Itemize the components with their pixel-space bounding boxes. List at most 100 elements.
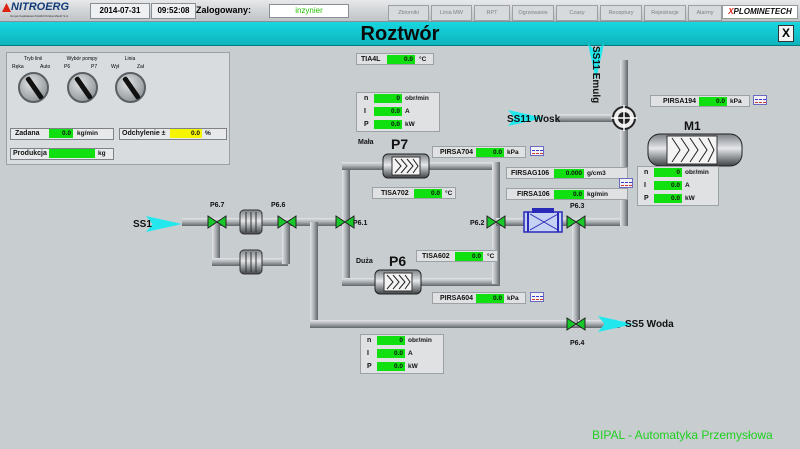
tag-firsag106-unit: g/cm3 <box>587 170 606 177</box>
valve-p6-1-icon[interactable] <box>335 215 355 229</box>
zadana-unit: kg/min <box>77 130 98 137</box>
selector-title: Linia <box>124 56 136 62</box>
selector-knob-icon[interactable] <box>18 72 49 103</box>
m1-p-label: P <box>644 195 649 202</box>
page-title: Roztwór <box>360 23 440 45</box>
tag-pirsa704-value: 0.0 <box>476 148 504 157</box>
tag-firsa106-label: FIRSA106 <box>517 191 550 198</box>
selector-knob-icon[interactable] <box>115 72 146 103</box>
p6-i-value: 0.0 <box>377 349 405 358</box>
mixer-m1-icon[interactable] <box>647 133 743 167</box>
trend-m1-icon[interactable] <box>619 178 633 188</box>
tag-firsag106-value: 0.000 <box>554 169 584 178</box>
tab-rejestracje[interactable]: Rejestracje <box>644 5 686 21</box>
line-selector[interactable]: Linia Wył Zał <box>107 56 153 111</box>
transfer-pump-icon[interactable] <box>239 209 263 275</box>
mode-selector[interactable]: Tryb linii Ręka Auto <box>10 56 56 111</box>
trend-pirsa704-icon[interactable] <box>530 146 544 156</box>
process-diagram <box>182 60 743 331</box>
tab-receptury[interactable]: Receptury <box>600 5 642 21</box>
pump-p7-label: P7 <box>391 136 409 152</box>
selector-title: Tryb linii <box>23 56 43 62</box>
mixer-m1-label: M1 <box>684 119 701 133</box>
selector-left-label: Wył <box>111 64 120 70</box>
xplo-mark: X <box>728 7 734 16</box>
m1-n-label: n <box>644 169 649 176</box>
current-user[interactable]: inzynier <box>269 4 349 18</box>
m1-n-unit: obr/min <box>685 169 709 176</box>
junction-valve-icon[interactable] <box>611 105 637 131</box>
tab-linia-mw[interactable]: Linia MW <box>431 5 472 21</box>
tab-ogrzewanie[interactable]: Ogrzewanie <box>512 5 554 21</box>
valve-p6-7-icon[interactable] <box>207 215 227 229</box>
time-display: 09:52:08 <box>151 3 196 19</box>
stream-wosk-label[interactable]: SS11 Wosk <box>507 114 561 125</box>
tab-zbiorniki[interactable]: Zbiorniki <box>388 5 429 21</box>
trend-pirsa194-icon[interactable] <box>753 95 767 105</box>
m1-i-unit: A <box>685 182 690 189</box>
m1-i-value: 0.0 <box>654 181 682 190</box>
stream-ss5-label[interactable]: SS5 Woda <box>625 319 674 330</box>
tag-firsa106-value: 0.0 <box>554 190 584 199</box>
p6-p-value: 0.0 <box>377 362 405 371</box>
zadana-value[interactable]: 0.0 <box>49 129 73 138</box>
valve-p6-4-icon[interactable] <box>566 317 586 331</box>
trend-pirsa604-icon[interactable] <box>530 292 544 302</box>
tag-tisa702-label: TISA702 <box>381 190 409 197</box>
logged-label: Zalogowany: <box>196 5 252 15</box>
tag-pirsa194-label: PIRSA194 <box>663 98 697 105</box>
m1-p-value: 0.0 <box>654 194 682 203</box>
valve-p6-2-icon[interactable] <box>486 215 506 229</box>
valve-p6-1-label: P6.1 <box>353 220 368 227</box>
produkcja-value <box>49 149 95 158</box>
p6-p-unit: kW <box>408 363 418 370</box>
tab-alarmy[interactable]: Alarmy <box>688 5 722 21</box>
selector-right-label: Auto <box>40 64 51 70</box>
p7-p-value: 0.0 <box>374 120 402 129</box>
zadana-label: Zadana <box>15 130 40 137</box>
p6-p-label: P <box>367 363 372 370</box>
odchylenie-value[interactable]: 0.0 <box>170 129 202 138</box>
close-button[interactable]: X <box>778 25 794 42</box>
tab-czasy[interactable]: Czasy <box>556 5 598 21</box>
tag-pirsa604-unit: kPa <box>507 295 519 302</box>
pump-p6-icon[interactable] <box>374 269 422 295</box>
pump-selector[interactable]: Wybór pompy P6 P7 <box>59 56 105 111</box>
line-mala-label: Mała <box>358 139 374 146</box>
pump-p7-icon[interactable] <box>382 153 430 179</box>
p7-i-unit: A <box>405 108 410 115</box>
selector-title: Wybór pompy <box>66 56 98 62</box>
tag-tia4l-unit: °C <box>419 56 427 63</box>
tag-tia4l-value: 0.0 <box>387 55 415 64</box>
selector-left-label: P6 <box>64 64 71 70</box>
valve-p6-3-icon[interactable] <box>566 215 586 229</box>
tab-rpt[interactable]: RPT <box>474 5 510 21</box>
valve-p6-3-label: P6.3 <box>570 203 585 210</box>
valve-p6-6-icon[interactable] <box>277 215 297 229</box>
stream-ss1-label[interactable]: SS1 <box>133 219 152 230</box>
tag-firsa106-unit: kg/min <box>587 191 608 198</box>
p6-i-label: I <box>367 350 369 357</box>
logo-text: NITROERG <box>11 1 70 13</box>
control-panel: Tryb linii Ręka Auto Wybór pompy P6 P7 L… <box>6 52 230 165</box>
p7-n-value: 0 <box>374 94 402 103</box>
p6-n-label: n <box>367 337 372 344</box>
selector-left-label: Ręka <box>12 64 24 70</box>
produkcja-unit: kg <box>98 150 106 157</box>
flowmeter-icon[interactable] <box>523 208 563 233</box>
tag-pirsa194-unit: kPa <box>730 98 742 105</box>
selector-right-label: P7 <box>91 64 98 70</box>
tag-tisa602-value: 0.0 <box>455 252 483 261</box>
odchylenie-unit: % <box>205 130 211 137</box>
m1-i-label: I <box>644 182 646 189</box>
tag-tisa702-value: 0.0 <box>414 189 442 198</box>
valve-p6-4-label: P6.4 <box>570 340 585 347</box>
tag-tisa602-unit: °C <box>487 253 495 260</box>
selector-knob-icon[interactable] <box>67 72 98 103</box>
date-display: 2014-07-31 <box>90 3 150 19</box>
odchylenie-label: Odchylenie ± <box>122 130 166 137</box>
stream-emulg-label[interactable]: SS11 Emulg <box>590 46 601 104</box>
m1-n-value: 0 <box>654 168 682 177</box>
p6-n-unit: obr/min <box>408 337 432 344</box>
pump-p6-label: P6 <box>389 253 407 269</box>
